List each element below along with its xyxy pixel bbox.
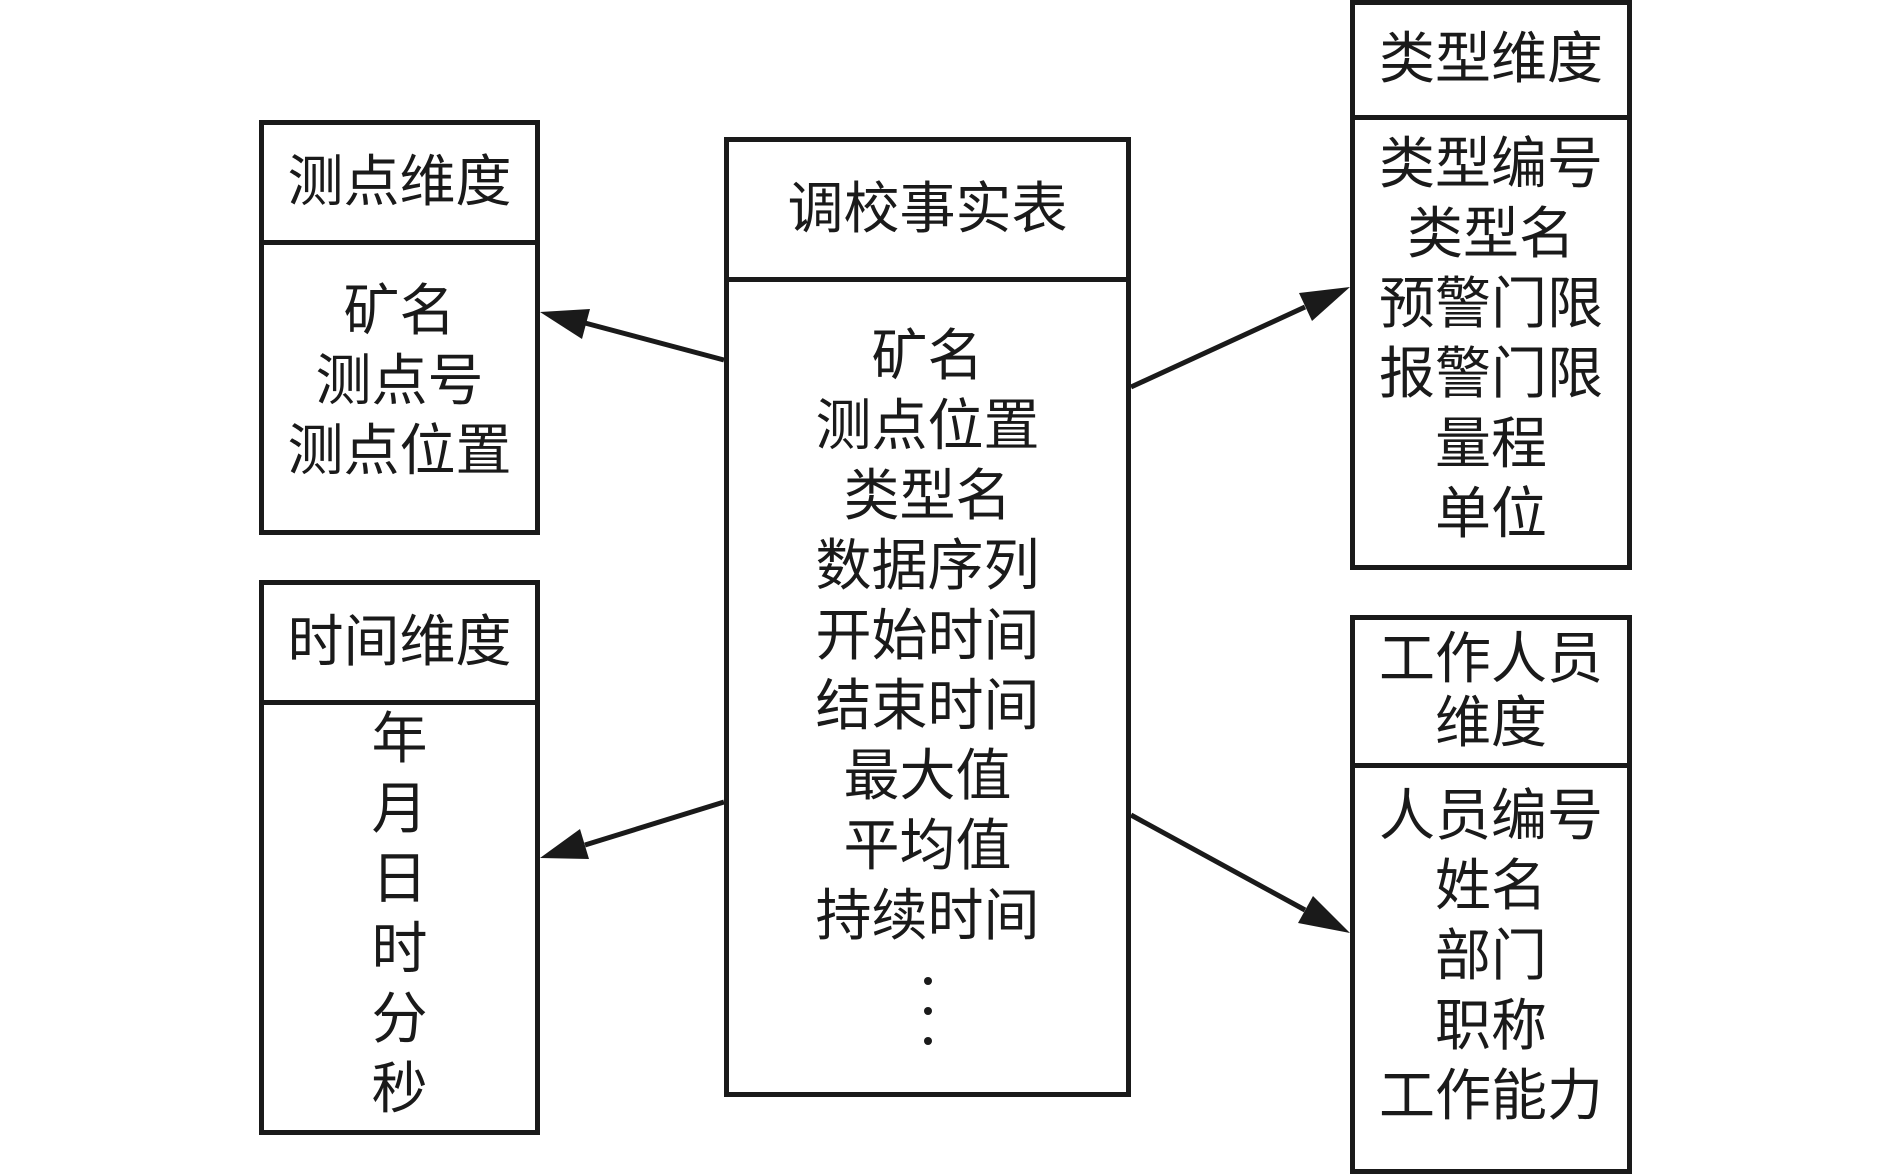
fact-table-field: 矿名 xyxy=(871,324,984,389)
point-dimension-box: 测点维度 矿名 测点号 测点位置 xyxy=(259,120,540,535)
staff-dimension-title: 工作人员 维度 xyxy=(1355,620,1627,768)
time-dimension-title: 时间维度 xyxy=(264,585,535,705)
arrowhead-type-dimension xyxy=(1299,287,1350,321)
type-dimension-field: 预警门限 xyxy=(1379,272,1603,337)
staff-dimension-title-line: 维度 xyxy=(1435,690,1547,756)
fact-table-field: 最大值 xyxy=(843,744,1012,809)
fact-table-ellipsis xyxy=(923,966,932,1056)
point-dimension-fields: 矿名 测点号 测点位置 xyxy=(264,245,535,530)
type-dimension-box: 类型维度 类型编号 类型名 预警门限 报警门限 量程 单位 xyxy=(1350,0,1632,570)
time-dimension-field: 分 xyxy=(371,987,428,1052)
point-dimension-field: 矿名 xyxy=(343,279,456,344)
staff-dimension-field: 人员编号 xyxy=(1379,784,1603,849)
staff-dimension-title-line: 工作人员 xyxy=(1379,626,1603,692)
type-dimension-field: 单位 xyxy=(1435,482,1547,547)
fact-table-field: 开始时间 xyxy=(815,604,1040,669)
fact-table-field: 结束时间 xyxy=(815,674,1040,739)
time-dimension-box: 时间维度 年 月 日 时 分 秒 xyxy=(259,580,540,1135)
time-dimension-field: 秒 xyxy=(371,1057,428,1122)
fact-table-field: 类型名 xyxy=(843,464,1012,529)
fact-table-field: 持续时间 xyxy=(815,884,1040,949)
staff-dimension-field: 职称 xyxy=(1435,994,1547,1059)
fact-table-box: 调校事实表 矿名 测点位置 类型名 数据序列 开始时间 结束时间 最大值 平均值… xyxy=(724,137,1131,1097)
arrowhead-point-dimension xyxy=(540,309,590,339)
arrowhead-staff-dimension xyxy=(1298,896,1350,933)
time-dimension-fields: 年 月 日 时 分 秒 xyxy=(264,705,535,1130)
point-dimension-field: 测点位置 xyxy=(287,419,512,484)
arrowhead-time-dimension xyxy=(540,829,589,859)
point-dimension-title: 测点维度 xyxy=(264,125,535,245)
type-dimension-field: 量程 xyxy=(1435,412,1547,477)
arrow-to-staff-dimension xyxy=(1129,812,1307,913)
time-dimension-field: 日 xyxy=(371,847,428,912)
staff-dimension-field: 姓名 xyxy=(1435,854,1547,919)
arrow-to-type-dimension xyxy=(1129,304,1307,390)
arrow-to-time-dimension xyxy=(584,799,725,848)
fact-table-fields: 矿名 测点位置 类型名 数据序列 开始时间 结束时间 最大值 平均值 持续时间 xyxy=(729,282,1126,1092)
staff-dimension-field: 部门 xyxy=(1435,924,1547,989)
fact-table-title: 调校事实表 xyxy=(729,142,1126,282)
time-dimension-field: 时 xyxy=(371,917,428,982)
staff-dimension-box: 工作人员 维度 人员编号 姓名 部门 职称 工作能力 xyxy=(1350,615,1632,1174)
type-dimension-field: 类型名 xyxy=(1407,202,1575,267)
type-dimension-fields: 类型编号 类型名 预警门限 报警门限 量程 单位 xyxy=(1355,120,1627,565)
type-dimension-title: 类型维度 xyxy=(1355,5,1627,120)
fact-table-field: 测点位置 xyxy=(815,394,1040,459)
staff-dimension-field: 工作能力 xyxy=(1379,1064,1603,1129)
point-dimension-field: 测点号 xyxy=(315,349,484,414)
type-dimension-field: 类型编号 xyxy=(1379,132,1603,197)
fact-table-field: 平均值 xyxy=(843,814,1012,879)
fact-table-field: 数据序列 xyxy=(815,534,1040,599)
arrow-to-point-dimension xyxy=(584,320,725,363)
type-dimension-field: 报警门限 xyxy=(1379,342,1603,407)
staff-dimension-fields: 人员编号 姓名 部门 职称 工作能力 xyxy=(1355,768,1627,1169)
time-dimension-field: 年 xyxy=(371,707,428,772)
time-dimension-field: 月 xyxy=(371,777,428,842)
